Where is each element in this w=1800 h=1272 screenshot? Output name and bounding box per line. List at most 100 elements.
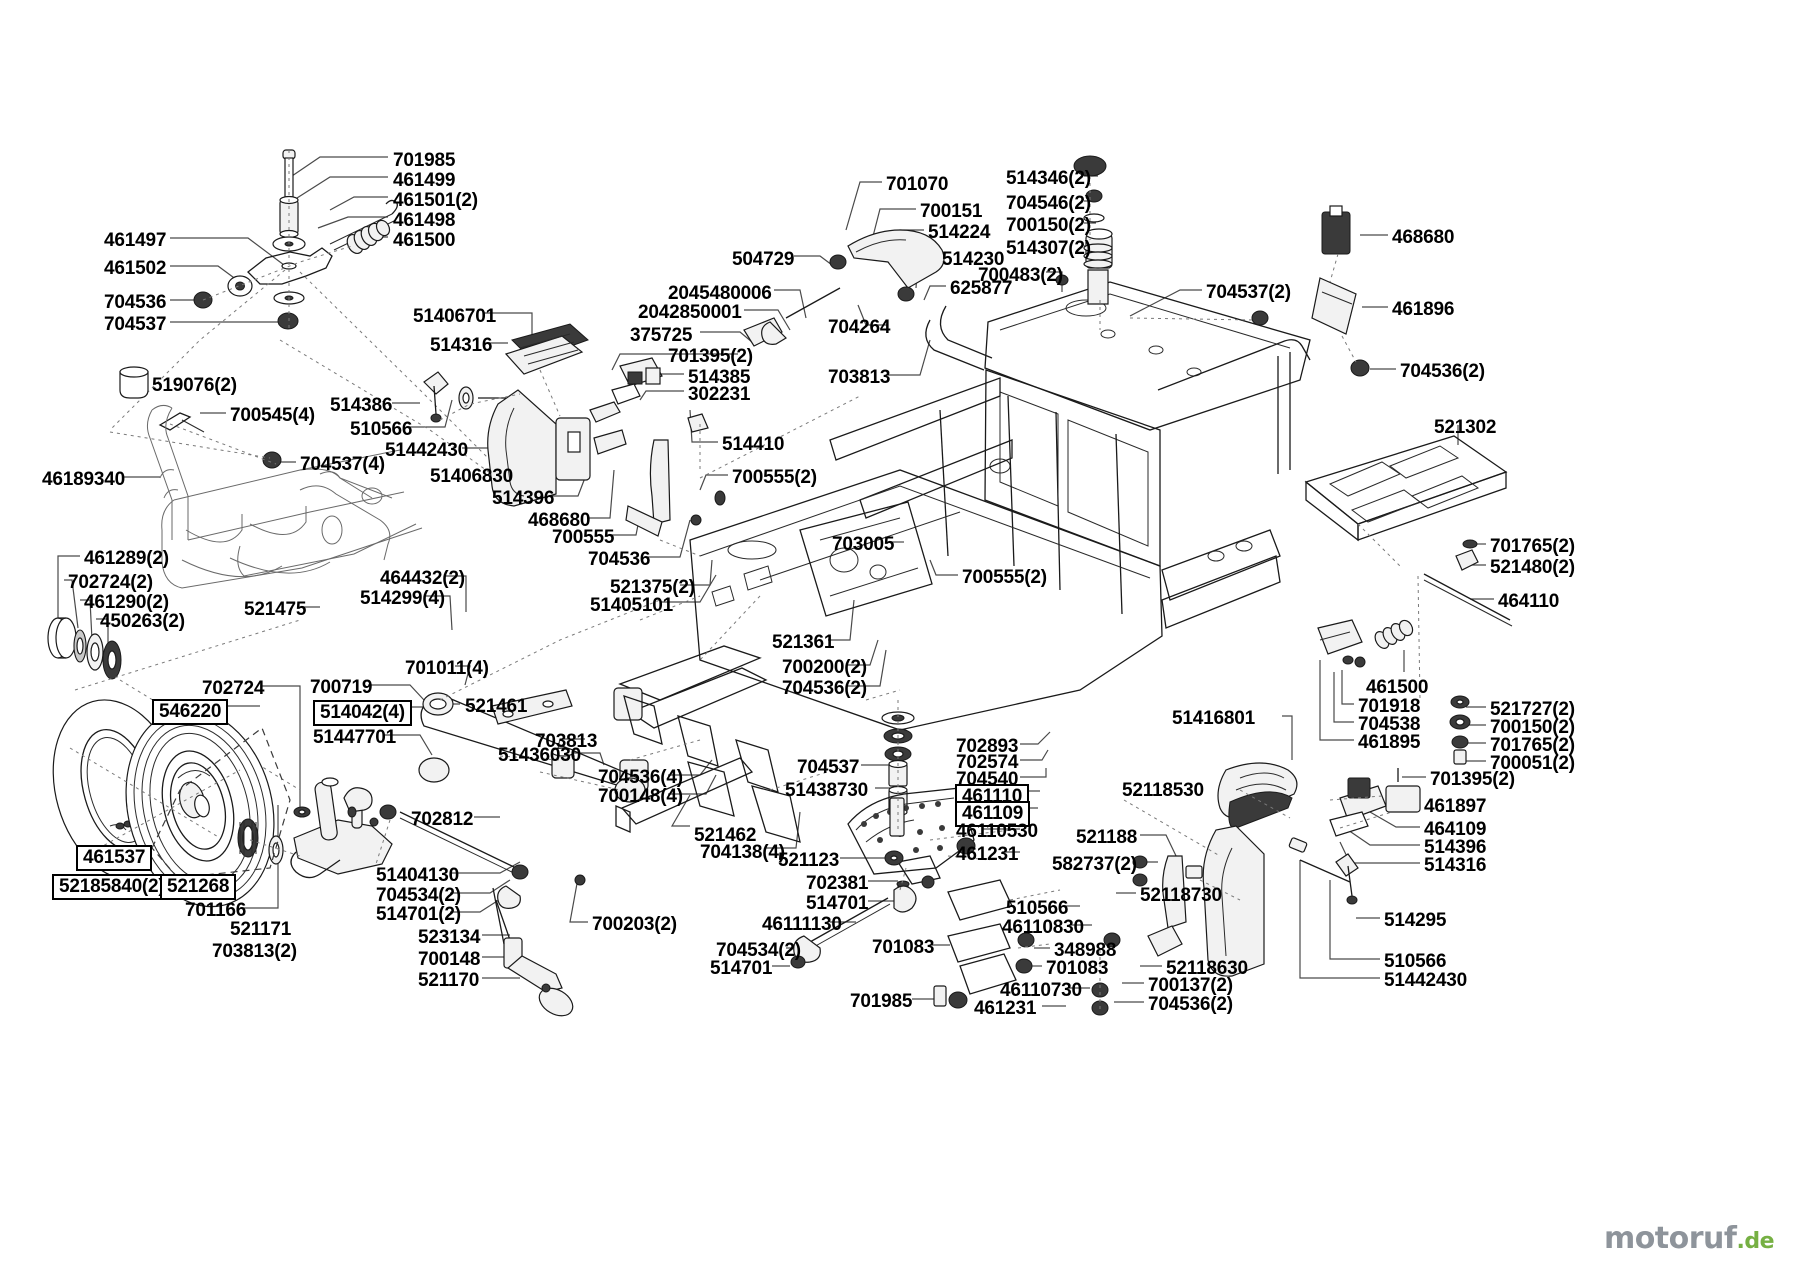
leader-line [1020,768,1047,778]
part-number-label: 701083 [1046,958,1109,979]
part-number-label: 464432(2) [380,568,465,589]
part-number-label: 701395(2) [1430,769,1515,790]
part-number-label: 704536 [104,292,167,313]
part-number-label: 514295 [1384,910,1447,931]
part-number-label: 521375(2) [610,577,695,598]
leader-line [1020,749,1049,761]
part-number-label: 521461 [465,696,528,717]
leader-line [828,599,855,641]
part-number-label: 514346(2) [1006,168,1091,189]
part-number-label: 700555(2) [962,567,1047,588]
group-kingpin-stack [847,700,1011,903]
part-number-label: 704538 [1358,714,1421,735]
leader-line [744,309,791,331]
part-number-label: 514701 [710,958,773,979]
part-number-label: 514316 [1424,855,1487,876]
group-rear-brackets [933,879,1109,1016]
leader-line [611,353,738,371]
part-number-label: 504729 [732,249,795,270]
part-number-label: 702724 [202,678,265,699]
part-number-label: 521727(2) [1490,699,1575,720]
leader-line [660,574,717,603]
part-number-label: 703005 [832,534,895,555]
part-number-label: 704536(2) [1148,994,1233,1015]
part-number-label: 52118530 [1122,780,1204,801]
part-number-label: 52118730 [1140,885,1222,906]
part-number-label: 519076(2) [152,375,237,396]
part-number-label: 700148(4) [598,786,683,807]
part-number-label: 700545(4) [230,405,315,426]
part-number-label: 702812 [411,809,474,830]
leader-line [670,794,691,827]
part-number-label: 703813 [828,367,891,388]
group-front-bumper [109,339,501,589]
part-number-label: 461500 [1366,677,1429,698]
part-number-label: 521302 [1434,417,1497,438]
leader-line [846,649,887,687]
part-number-label: 514316 [430,335,493,356]
group-right-bracket [1311,205,1370,377]
part-number-label: 521123 [778,850,840,871]
leader-line [923,285,946,301]
part-number-label: 461289(2) [84,548,169,569]
part-number-label: 704264 [828,317,891,338]
part-number-label: 348988 [1054,940,1117,961]
part-number-label: 704534(2) [716,940,801,961]
leader-line [64,579,79,629]
part-number-label: 375725 [630,325,693,346]
leader-line [383,734,433,756]
leader-line [700,331,753,343]
leader-line [569,877,588,923]
leader-line [857,304,888,326]
part-number-label: 700200(2) [782,657,867,678]
part-number-label: 704138(4) [700,842,785,863]
part-number-label: 701083 [872,937,935,958]
group-upper-arm [761,155,1113,345]
leader-line [450,879,511,894]
part-number-label: 701765(2) [1490,735,1575,756]
part-number-label: 514396 [1424,837,1487,858]
group-right-pedal [1103,619,1471,977]
part-number-label: 701166 [185,900,247,921]
part-number-label: 51405101 [590,595,673,616]
part-number-label: 703813(2) [212,941,297,962]
part-number-label: 51404130 [376,865,459,886]
part-number-label: 52185840(2) [52,874,172,900]
part-number-label: 461502 [104,258,167,279]
part-number-label: 701918 [1358,696,1421,717]
part-number-label: 521361 [772,632,835,653]
leader-line [406,399,453,428]
leader-line [1333,672,1354,723]
group-footrest-pedal [423,323,627,507]
part-number-label: 51447701 [313,727,396,748]
group-misc-fasteners [1129,310,1269,326]
part-number-label: 521170 [418,970,480,991]
leader-line [483,312,533,340]
part-number-label: 461499 [393,170,456,191]
watermark-motoruf: motoruf.de [1604,1221,1775,1256]
part-number-label: 521480(2) [1490,557,1575,578]
part-number-label: 546220 [152,699,229,725]
leader-line [1299,860,1380,979]
group-chassis-frame [418,281,1311,843]
leader-line [1129,289,1202,317]
part-number-label: 461498 [393,210,456,231]
part-number-label: 700150(2) [1490,717,1575,738]
part-number-label: 704546(2) [1006,193,1091,214]
part-number-label: 461231 [974,998,1037,1019]
part-number-label: 514224 [928,222,991,243]
leader-line [1341,670,1354,705]
leader-line [1329,880,1380,960]
leader-line [668,774,717,795]
part-number-label: 700203(2) [592,914,677,935]
part-number-label: 514386 [330,395,393,416]
leader-line [1347,829,1420,846]
leader-line [455,665,471,686]
part-number-label: 700151 [920,201,983,222]
part-number-label: 704536(2) [1400,361,1485,382]
part-number-label: 514230 [942,249,1005,270]
part-number-label: 51406830 [430,466,513,487]
part-number-label: 700555(2) [732,467,817,488]
